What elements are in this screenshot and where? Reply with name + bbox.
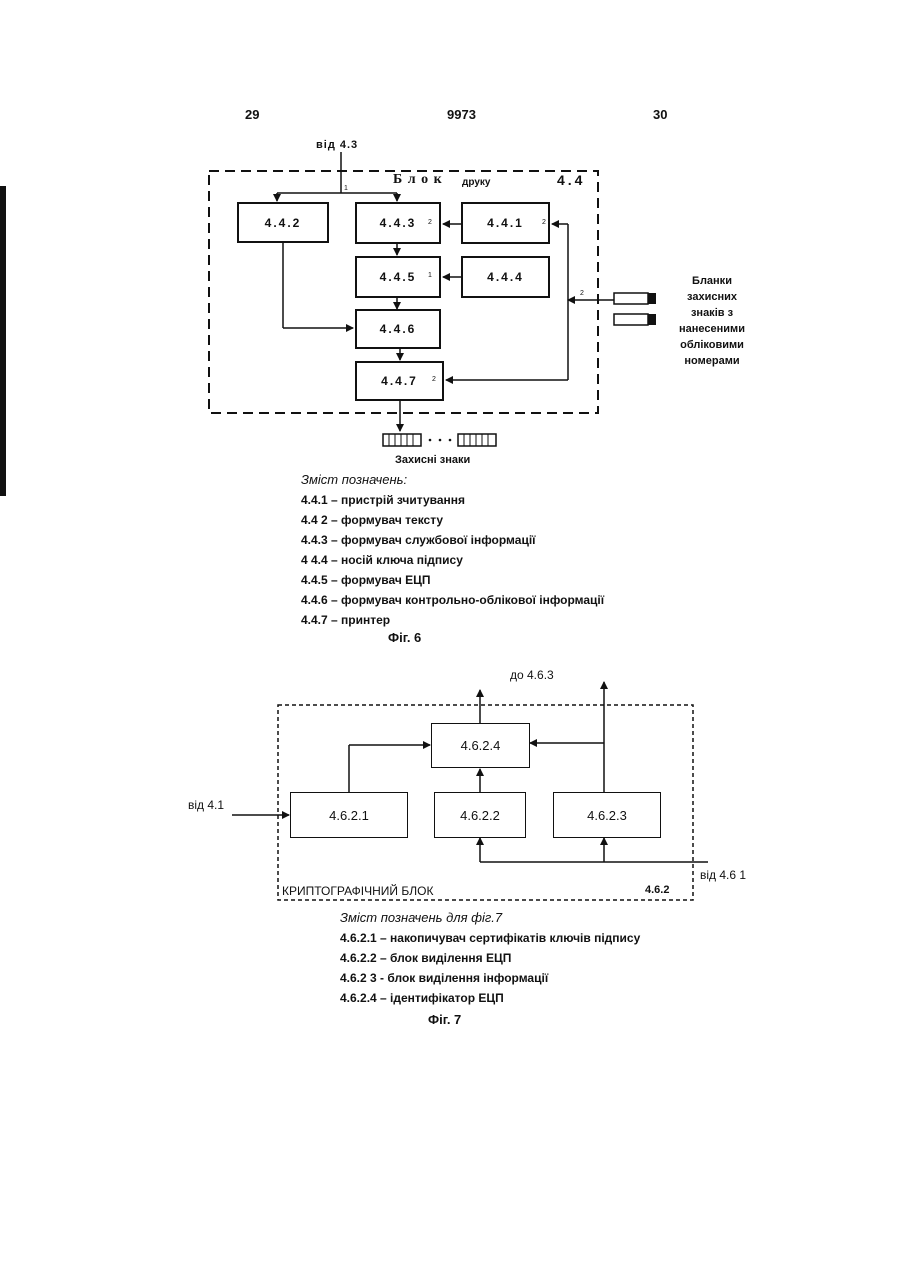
fig7-legend: Зміст позначень для фіг.7 4.6.2.1 – нако… bbox=[340, 908, 640, 1008]
port-mark: 1 bbox=[344, 185, 348, 192]
input-label-4-1: від 4.1 bbox=[188, 798, 224, 812]
output-label-protective-signs: Захисні знаки bbox=[395, 454, 470, 466]
crypto-block-id: 4.6.2 bbox=[645, 884, 669, 896]
port-mark: 2 bbox=[580, 290, 584, 297]
legend-item: 4.4.1 – пристрій зчитування bbox=[301, 490, 604, 510]
legend-item: 4.6.2.1 – накопичувач сертифікатів ключі… bbox=[340, 928, 640, 948]
box-4-6-2-1: 4.6.2.1 bbox=[290, 792, 408, 838]
port-mark: 2 bbox=[542, 219, 546, 226]
crypto-block-name: КРИПТОГРАФІЧНИЙ БЛОК bbox=[282, 884, 433, 898]
box-4-6-2-2: 4.6.2.2 bbox=[434, 792, 526, 838]
fig6-legend: Зміст позначень: 4.4.1 – пристрій зчитув… bbox=[301, 470, 604, 630]
legend-item: 4.4.3 – формувач службової інформації bbox=[301, 530, 604, 550]
block-id-4-4: 4.4 bbox=[557, 172, 585, 188]
input-label-4-3: від 4.3 bbox=[316, 139, 358, 151]
legend-item: 4 4.4 – носій ключа підпису bbox=[301, 550, 604, 570]
blank-card-1 bbox=[614, 293, 648, 304]
box-4-4-7: 4.4.7 bbox=[355, 361, 444, 401]
port-mark: 1 bbox=[428, 272, 432, 279]
legend-item: 4.4.5 – формувач ЕЦП bbox=[301, 570, 604, 590]
legend-item: 4.4.6 – формувач контрольно-облікової ін… bbox=[301, 590, 604, 610]
fig6-caption: Фіг. 6 bbox=[388, 630, 421, 645]
legend-item: 4.6.2 3 - блок виділення інформації bbox=[340, 968, 640, 988]
legend-item: 4.4 2 – формувач тексту bbox=[301, 510, 604, 530]
box-4-4-1: 4.4.1 bbox=[461, 202, 550, 244]
legend-item: 4.6.2.2 – блок виділення ЕЦП bbox=[340, 948, 640, 968]
fig7-caption: Фіг. 7 bbox=[428, 1012, 461, 1027]
box-4-4-2: 4.4.2 bbox=[237, 202, 329, 243]
box-4-4-6: 4.4.6 bbox=[355, 309, 441, 349]
legend-title: Зміст позначень для фіг.7 bbox=[340, 908, 640, 928]
legend-title: Зміст позначень: bbox=[301, 470, 604, 490]
legend-item: 4.6.2.4 – ідентифікатор ЕЦП bbox=[340, 988, 640, 1008]
block-title-small: друку bbox=[462, 177, 490, 188]
blank-card-2 bbox=[614, 314, 648, 325]
port-mark: 2 bbox=[428, 219, 432, 226]
box-4-6-2-4: 4.6.2.4 bbox=[431, 723, 530, 768]
input-label-4-6-1: від 4.6 1 bbox=[700, 868, 746, 882]
blanks-label: Бланки захисних знаків з нанесеними облі… bbox=[657, 273, 767, 369]
block-title: Б л о к bbox=[393, 172, 443, 188]
port-mark: 2 bbox=[432, 376, 436, 383]
legend-item: 4.4.7 – принтер bbox=[301, 610, 604, 630]
box-4-6-2-3: 4.6.2.3 bbox=[553, 792, 661, 838]
box-4-4-4: 4.4.4 bbox=[461, 256, 550, 298]
output-label-4-6-3: до 4.6.3 bbox=[510, 668, 554, 682]
